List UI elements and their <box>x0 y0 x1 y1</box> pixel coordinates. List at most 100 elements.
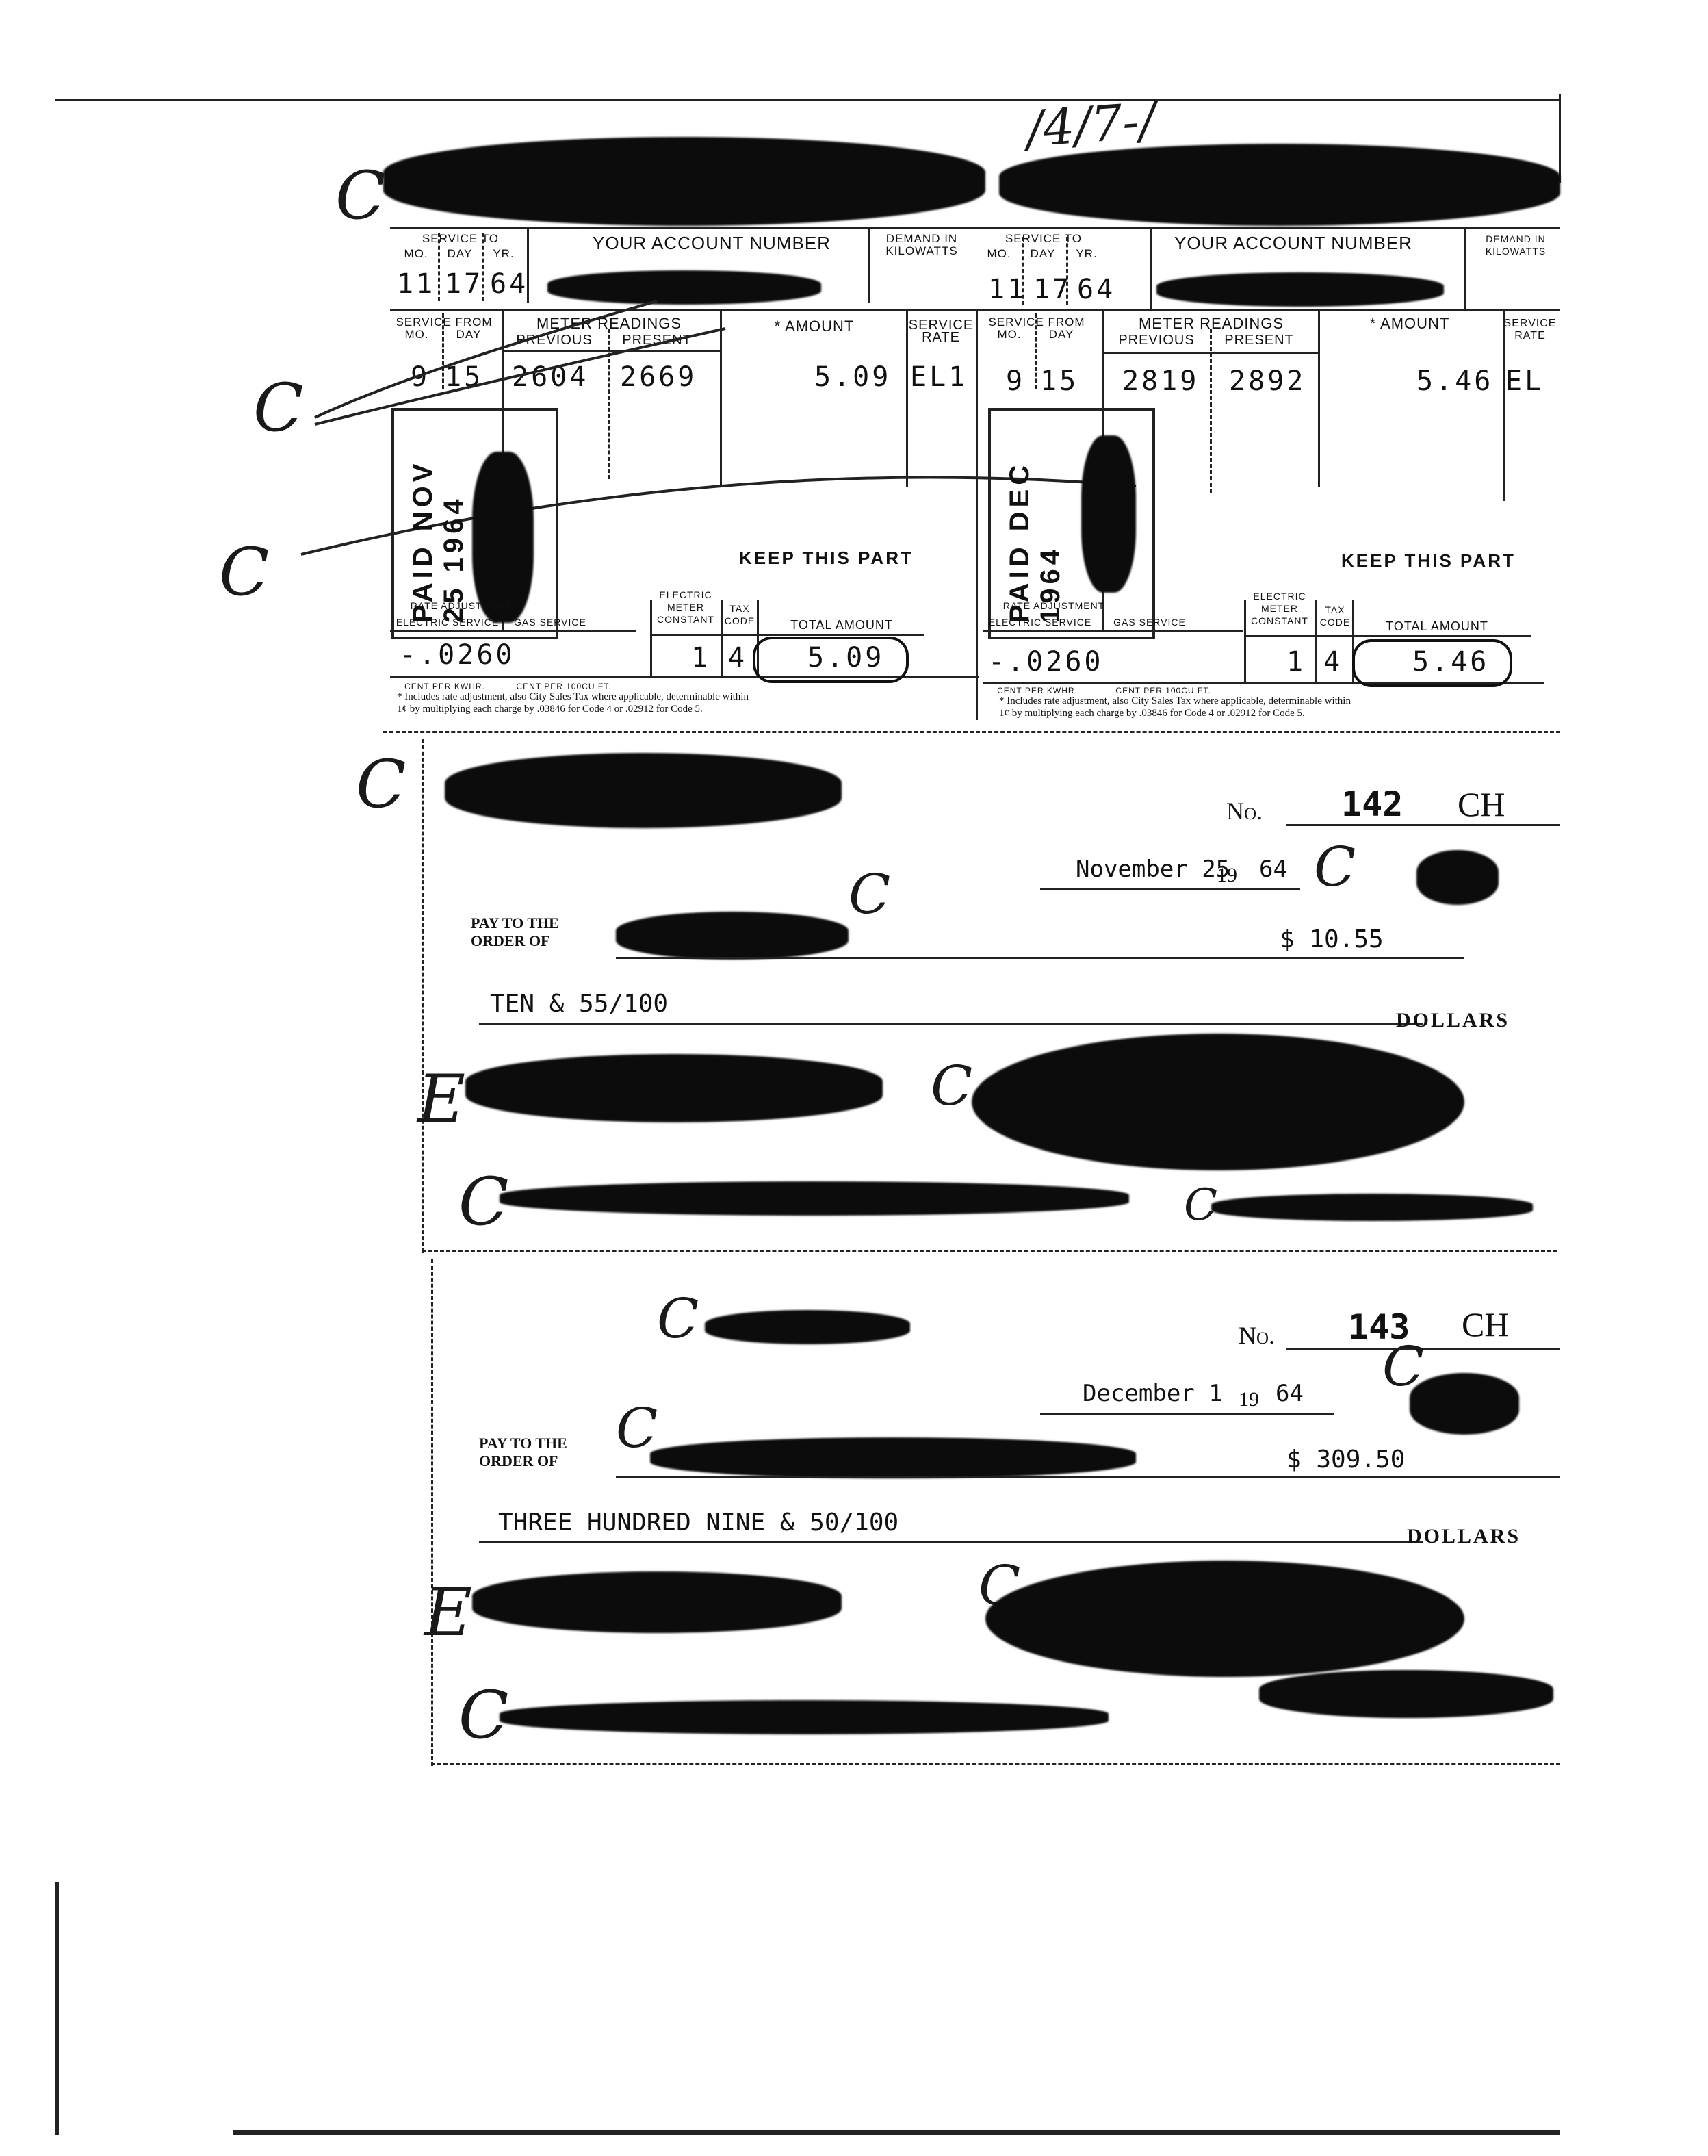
paid-stamp-text-left: PAID NOV 25 1964 <box>408 459 469 623</box>
divider <box>1244 600 1246 682</box>
divider <box>1035 313 1037 389</box>
service-rate-value-right: EL <box>1505 365 1544 397</box>
yr-label-left: YR. <box>493 247 515 260</box>
divider <box>479 1023 1423 1025</box>
divider <box>983 630 1243 632</box>
service-rate-value-left: EL1 <box>910 361 968 393</box>
bottom-border-line <box>233 2130 1560 2135</box>
divider <box>720 309 722 487</box>
yr-label-right: YR. <box>1076 247 1098 260</box>
meter-constant-label-right: ELECTRIC METER CONSTANT <box>1251 591 1308 626</box>
check2-dollars-label: DOLLARS <box>1407 1525 1521 1548</box>
check1-dollars-label: DOLLARS <box>1396 1009 1510 1031</box>
service-to-day-left: 17 <box>445 268 484 300</box>
c-mark-bill-readings: C <box>253 370 304 446</box>
meter-constant-value-right: 1 <box>1286 646 1306 678</box>
paid-stamp-left: PAID NOV 25 1964 <box>391 408 558 639</box>
check1-year: 64 <box>1259 856 1287 883</box>
check2-date: December 1 <box>1083 1380 1223 1407</box>
from-mo-label-right: MO. <box>997 328 1022 341</box>
check2-no-label: No. <box>1239 1322 1276 1349</box>
from-day-label-right: DAY <box>1048 328 1074 341</box>
demand-header-left: DEMAND IN KILOWATTS <box>885 232 958 257</box>
footnote-line1-right: * Includes rate adjustment, also City Sa… <box>999 695 1351 706</box>
total-amount-label-left: TOTAL AMOUNT <box>790 618 893 632</box>
gas-service-label-left: GAS SERVICE <box>514 617 586 628</box>
service-from-day-right: 15 <box>1040 365 1079 397</box>
divider <box>502 350 720 352</box>
day-label-left: DAY <box>447 247 473 260</box>
total-amount-box-left <box>753 637 909 683</box>
divider <box>1284 1476 1560 1478</box>
gas-service-label-right: GAS SERVICE <box>1113 617 1186 628</box>
check1-left-edge <box>422 739 424 1253</box>
check2-bottom-edge <box>431 1763 1560 1765</box>
redaction-check1-micr-right <box>1211 1194 1533 1221</box>
left-edge-bar <box>55 1882 59 2135</box>
c-mark-check1-name: C <box>356 746 406 823</box>
footnote-line1-left: * Includes rate adjustment, also City Sa… <box>397 691 749 702</box>
redaction-check1-signature <box>972 1034 1464 1170</box>
check1-date: November 25 <box>1076 856 1230 883</box>
divider <box>1040 1413 1334 1415</box>
divider <box>442 313 444 389</box>
amount-value-right: 5.46 <box>1416 365 1494 397</box>
cent-per-kwhr-right: CENT PER KWHR. <box>997 686 1078 695</box>
rate-adjustment-value-right: -.0260 <box>988 646 1104 678</box>
check1-number: 142 <box>1341 784 1403 824</box>
previous-reading-left: 2604 <box>512 361 589 393</box>
check2-amount: $ 309.50 <box>1286 1446 1406 1474</box>
divider <box>1150 227 1152 309</box>
divider <box>757 600 759 676</box>
c-mark-check2-payee: C <box>616 1396 658 1460</box>
divider <box>1273 957 1464 959</box>
redaction-check1-payer <box>445 753 842 828</box>
service-rate-header-left: SERVICE RATE <box>908 318 974 345</box>
present-reading-left: 2669 <box>620 361 697 393</box>
present-reading-right: 2892 <box>1229 365 1306 397</box>
c-mark-check1-date: C <box>1314 835 1356 899</box>
divider <box>608 329 610 479</box>
tax-code-label-right: TAX CODE <box>1319 604 1351 628</box>
service-from-mo-right: 9 <box>1006 365 1026 397</box>
check2-number: 143 <box>1348 1307 1410 1347</box>
cent-per-100cu-left: CENT PER 100CU FT. <box>516 682 612 691</box>
check2-left-edge <box>431 1259 433 1766</box>
keep-this-part-left: KEEP THIS PART <box>739 548 914 568</box>
paid-stamp-text-right: PAID DEC 1964 <box>1005 461 1065 623</box>
divider <box>479 1541 1423 1543</box>
check2-year: 64 <box>1276 1380 1304 1407</box>
divider <box>1102 352 1318 354</box>
account-number-header-left: YOUR ACCOUNT NUMBER <box>593 233 831 253</box>
tax-code-value-right: 4 <box>1323 646 1343 678</box>
divider <box>616 957 1328 959</box>
total-amount-value-left: 5.09 <box>807 642 885 673</box>
divider <box>1022 237 1024 305</box>
service-to-yr-left: 64 <box>490 268 529 300</box>
redaction-check2-signature-tail <box>1259 1670 1553 1718</box>
rate-adjustment-label-left: RATE ADJUSTMENT <box>410 600 513 611</box>
divider <box>616 1476 1369 1478</box>
divider <box>1464 227 1466 309</box>
divider <box>650 634 924 636</box>
redaction-check2-bank <box>472 1571 842 1633</box>
divider <box>390 630 636 632</box>
cent-per-100cu-right: CENT PER 100CU FT. <box>1115 686 1211 695</box>
check2-year-prefix: 19 <box>1239 1388 1259 1411</box>
check1-written-amount: TEN & 55/100 <box>490 990 669 1018</box>
redaction-check2-date-right <box>1410 1373 1519 1435</box>
day-label-right: DAY <box>1030 247 1056 260</box>
meter-constant-label-left: ELECTRIC METER CONSTANT <box>657 589 714 625</box>
amount-header-left: * AMOUNT <box>774 318 855 335</box>
redaction-check2-micr <box>500 1700 1109 1734</box>
arc-annotation-lines <box>300 300 1137 556</box>
redaction-account-number-left <box>547 270 821 305</box>
check1-suffix: CH <box>1458 785 1505 823</box>
redaction-check1-payee <box>616 912 849 960</box>
footnote-line2-left: 1¢ by multiplying each charge by .03846 … <box>397 704 703 715</box>
present-label-right: PRESENT <box>1224 333 1294 348</box>
redaction-check1-bank <box>465 1054 883 1122</box>
c-mark-check2-name: C <box>657 1287 699 1350</box>
previous-reading-right: 2819 <box>1122 365 1200 397</box>
divider <box>482 233 484 301</box>
